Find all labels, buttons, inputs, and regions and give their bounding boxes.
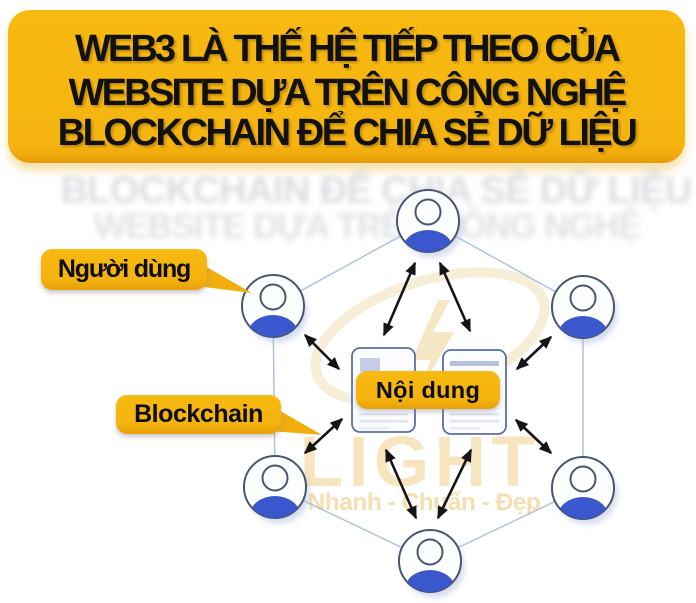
svg-text:Nhanh - Chuẩn - Đẹp: Nhanh - Chuẩn - Đẹp (308, 489, 541, 516)
